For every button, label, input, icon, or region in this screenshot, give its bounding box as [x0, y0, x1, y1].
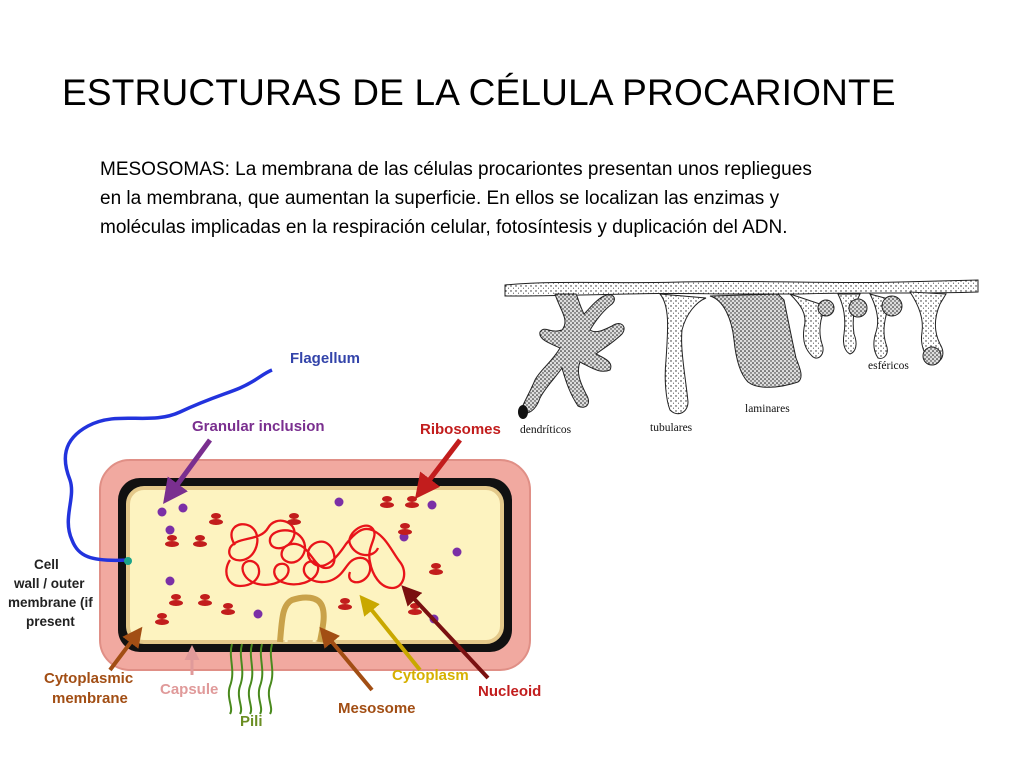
label-cell-wall-line-4: present	[26, 614, 75, 629]
label-capsule: Capsule	[160, 681, 218, 698]
label-flagellum: Flagellum	[290, 350, 360, 367]
prokaryotic-cell-diagram: Flagellum Granular inclusion Ribosomes C…	[8, 350, 541, 730]
label-cell-wall-line-3: membrane (if	[8, 595, 93, 610]
slide-body: MESOSOMAS: La membrana de las células pr…	[100, 155, 980, 242]
label-granular-inclusion: Granular inclusion	[192, 418, 325, 435]
label-laminar: laminares	[745, 403, 790, 415]
arrow-granular-inclusion	[163, 438, 213, 505]
slide-title: ESTRUCTURAS DE LA CÉLULA PROCARIONTE	[62, 72, 896, 113]
label-nucleoid: Nucleoid	[478, 683, 541, 700]
label-cytoplasmic-membrane-line-2: membrane	[52, 690, 128, 707]
label-cytoplasm: Cytoplasm	[392, 667, 469, 684]
label-cytoplasmic-membrane-line-1: Cytoplasmic	[44, 670, 133, 687]
arrow-nucleoid	[401, 585, 490, 680]
body-line-3: moléculas implicadas en la respiración c…	[100, 217, 788, 238]
arrow-cytoplasm	[359, 594, 422, 672]
label-cell-wall-line-2: wall / outer	[13, 576, 85, 591]
arrow-cytoplasmic-membrane	[108, 626, 143, 672]
label-mesosome: Mesosome	[338, 700, 416, 717]
ribosomes	[155, 496, 443, 625]
spherical-mesosomes	[789, 291, 947, 366]
label-tubular: tubulares	[650, 422, 693, 434]
label-pili: Pili	[240, 713, 263, 730]
body-line-2: en la membrana, que aumentan la superfic…	[100, 188, 780, 209]
nucleoid-dna	[225, 519, 406, 590]
mesosome-types-illustration: dendríticos tubulares laminares esférico…	[504, 279, 979, 436]
membrane-band	[504, 279, 979, 297]
mesosome-fold	[277, 594, 327, 643]
body-line-1: MESOSOMAS: La membrana de las células pr…	[100, 159, 812, 180]
dendritic-mesosome	[518, 293, 625, 419]
label-dendritic: dendríticos	[520, 424, 572, 436]
label-cell-wall-line-1: Cell	[34, 557, 59, 572]
granular-inclusions	[157, 497, 462, 624]
label-spherical: esféricos	[868, 360, 909, 372]
laminar-mesosome	[709, 293, 802, 388]
arrow-ribosomes	[414, 438, 462, 499]
label-ribosomes: Ribosomes	[420, 421, 501, 438]
arrow-mesosome	[319, 626, 374, 692]
tubular-mesosome	[658, 293, 707, 415]
flagellum	[63, 368, 273, 563]
pili	[227, 643, 274, 715]
